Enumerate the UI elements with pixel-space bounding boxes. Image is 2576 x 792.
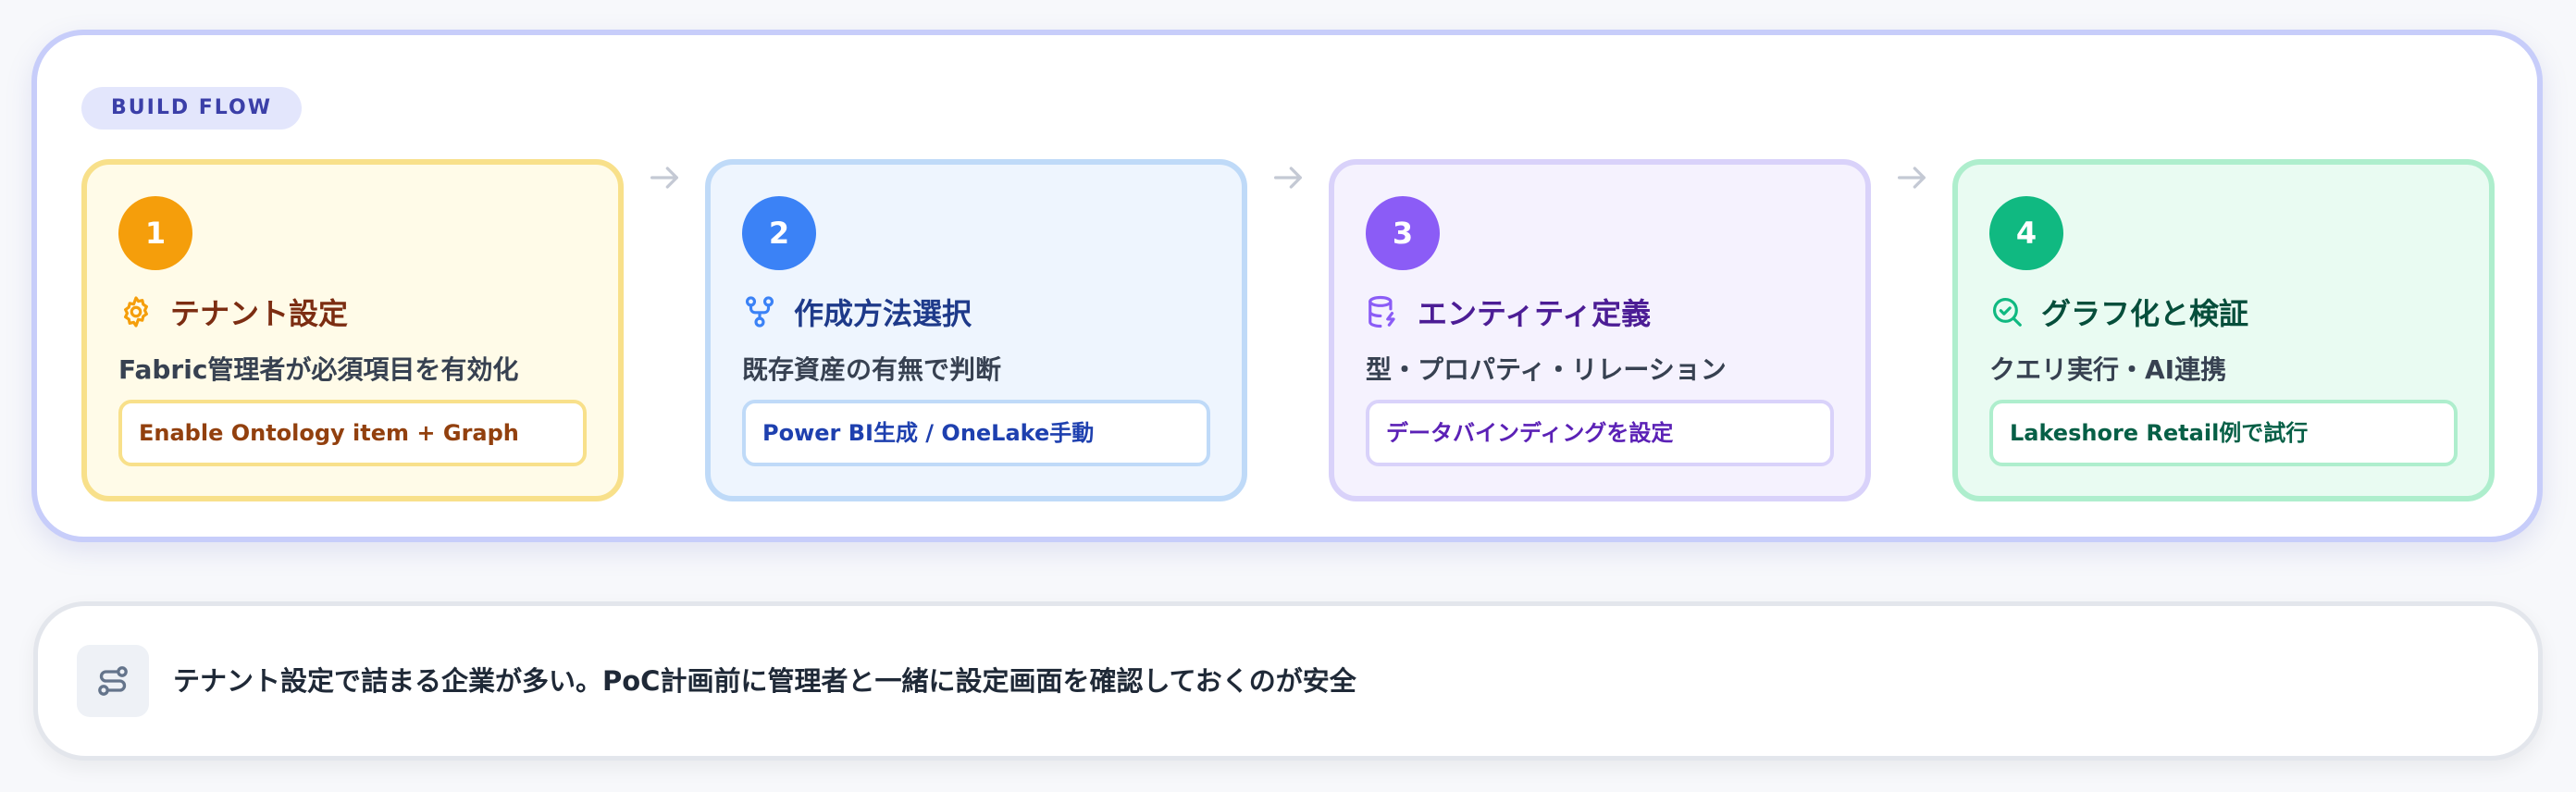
- step-title: エンティティ定義: [1418, 296, 1652, 331]
- step-tag: Lakeshore Retail例で試行: [1989, 400, 2458, 466]
- step-title: テナント設定: [170, 296, 349, 331]
- step-title: グラフ化と検証: [2041, 296, 2249, 331]
- step-description: Fabric管理者が必須項目を有効化: [118, 354, 519, 385]
- tip-note: テナント設定で詰まる企業が多い。PoC計画前に管理者と一緒に設定画面を確認してお…: [33, 601, 2543, 761]
- database-icon: [1368, 295, 1395, 328]
- gear-icon: [124, 296, 148, 328]
- step-number-badge: 1: [118, 196, 192, 270]
- tip-text: テナント設定で詰まる企業が多い。PoC計画前に管理者と一緒に設定画面を確認してお…: [173, 665, 1356, 697]
- step-card-creation-method: 2 作成方法選択 既存資産の有無で判断 Power BI生成 / OneLake…: [705, 159, 1247, 501]
- step-tag: データバインディングを設定: [1366, 400, 1834, 466]
- step-title: 作成方法選択: [794, 296, 972, 331]
- step-number-badge: 2: [742, 196, 816, 270]
- route-icon: [98, 666, 128, 696]
- step-card-tenant-settings: 1 テナント設定 Fabric管理者が必須項目を有効化 Enable Ontol…: [81, 159, 624, 501]
- step-card-graph-verification: 4 グラフ化と検証 クエリ実行・AI連携 Lakeshore Retail例で試…: [1952, 159, 2495, 501]
- step-description: 型・プロパティ・リレーション: [1366, 354, 1727, 385]
- step-number-badge: 4: [1989, 196, 2063, 270]
- step-tag: Enable Ontology item + Graph: [118, 400, 587, 466]
- build-flow-label: BUILD FLOW: [81, 87, 302, 130]
- search-check-icon: [1992, 297, 2022, 327]
- step-tag: Power BI生成 / OneLake手動: [742, 400, 1210, 466]
- step-description: クエリ実行・AI連携: [1989, 354, 2227, 385]
- arrow-right-icon: [1274, 167, 1302, 189]
- route-icon-box: [77, 645, 149, 717]
- arrow-right-icon: [650, 167, 678, 189]
- step-description: 既存資産の有無で判断: [742, 354, 1002, 385]
- step-card-entity-definition: 3 エンティティ定義 型・プロパティ・リレーション データバインディングを設定: [1329, 159, 1871, 501]
- arrow-right-icon: [1898, 167, 1926, 189]
- git-branch-icon: [745, 296, 774, 328]
- step-number-badge: 3: [1366, 196, 1440, 270]
